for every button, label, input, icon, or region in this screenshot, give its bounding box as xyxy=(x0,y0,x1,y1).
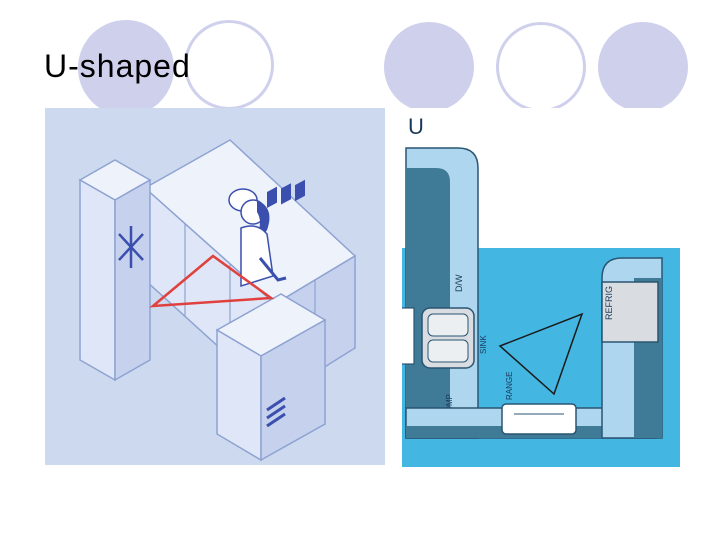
heat-icon xyxy=(266,396,286,428)
decor-circle-5 xyxy=(598,22,688,112)
plan-heading: U xyxy=(408,114,424,139)
work-triangle-plan xyxy=(498,312,584,396)
snowflake-icon xyxy=(118,226,144,268)
chef-figure xyxy=(228,188,287,288)
range-unit xyxy=(501,403,577,435)
chef-body xyxy=(240,225,274,288)
fridge-front xyxy=(79,178,116,382)
decor-circle-3 xyxy=(384,22,474,112)
label-refrig: REFRIG xyxy=(604,286,614,320)
decor-circle-2 xyxy=(184,20,274,110)
chef-hair xyxy=(257,200,270,237)
decor-circle-1 xyxy=(78,20,174,116)
label-dw: D/W xyxy=(454,274,464,292)
window-sill xyxy=(399,307,415,365)
label-range: RANGE xyxy=(505,372,514,400)
work-triangle xyxy=(149,254,275,308)
left-counter-dark xyxy=(406,168,450,438)
decor-circle-4 xyxy=(496,22,586,112)
label-comp: COMP xyxy=(445,394,454,418)
counter-side-front xyxy=(260,318,326,462)
range-burner-icon xyxy=(267,179,305,208)
isometric-kitchen-illustration xyxy=(45,108,385,465)
refrigerator xyxy=(601,281,659,343)
floor-plan-diagram: U D/W SINK COMP RANGE REFRIG xyxy=(399,108,680,467)
chef-arm xyxy=(258,257,287,282)
slide-title: U-shaped xyxy=(44,48,191,84)
label-sink: SINK xyxy=(479,335,488,354)
fridge-side xyxy=(114,178,151,382)
